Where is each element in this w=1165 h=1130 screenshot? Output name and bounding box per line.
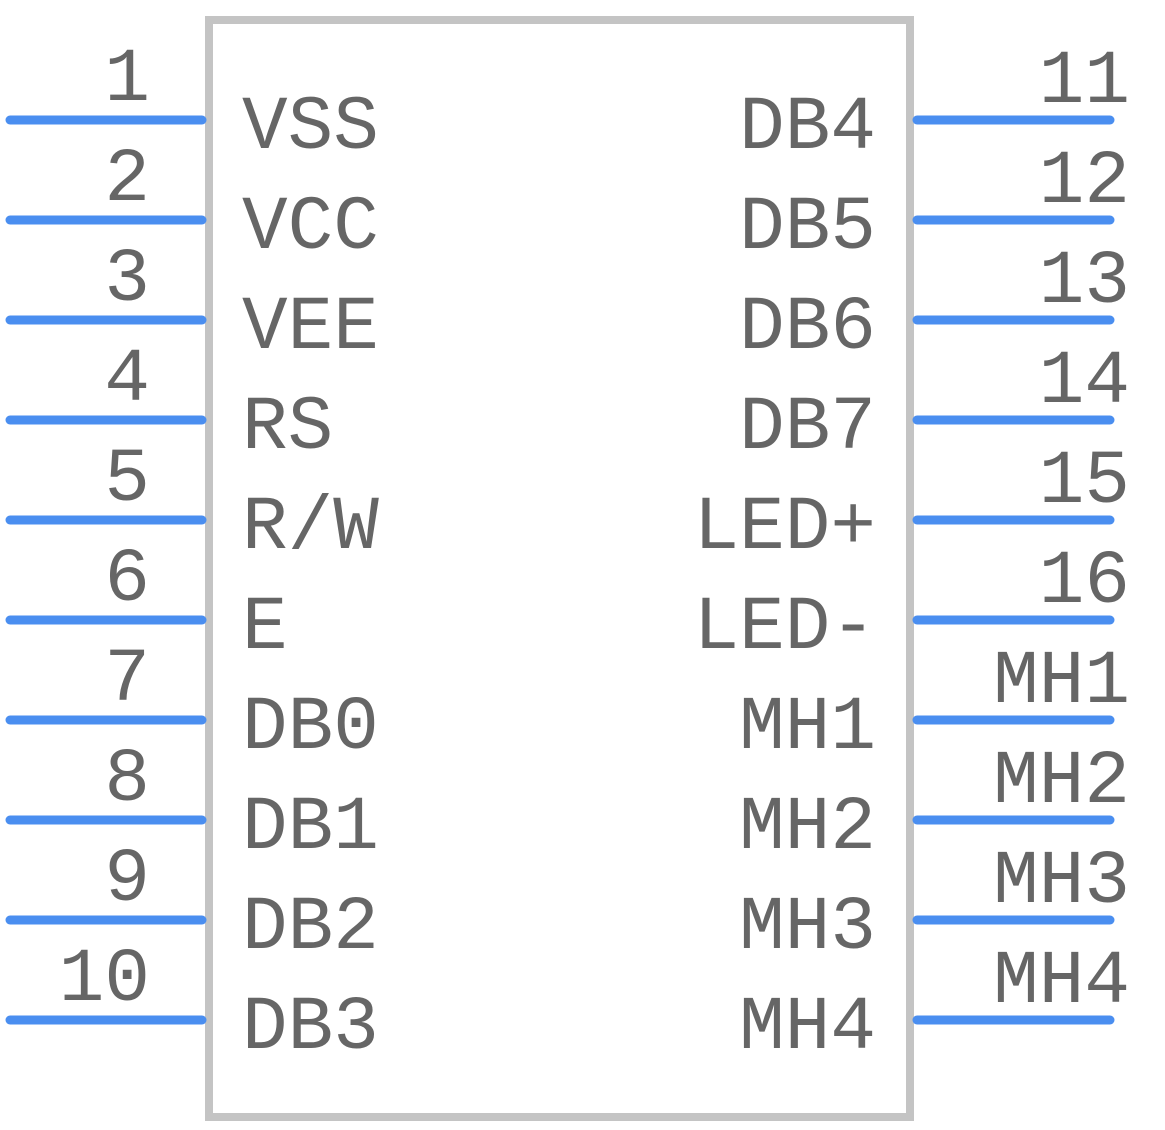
pin-name: RS — [242, 385, 333, 471]
pin-number: 8 — [104, 737, 150, 823]
pin-number: 4 — [104, 337, 150, 423]
pin-name: VSS — [242, 85, 379, 171]
pin-name: MH3 — [739, 885, 876, 971]
left-pin: 4RS — [5, 337, 333, 471]
pin-number: 1 — [104, 37, 150, 123]
pin-name: E — [242, 585, 288, 671]
pin-name: R/W — [242, 485, 379, 571]
pin-name: VEE — [242, 285, 379, 371]
pin-name: DB1 — [242, 785, 379, 871]
left-pin: 5R/W — [5, 437, 379, 571]
pin-name: DB7 — [739, 385, 876, 471]
right-pin-group: 11DB412DB513DB614DB715LED+16LED-MH1MH1MH… — [694, 39, 1130, 1071]
pin-number: 6 — [104, 537, 150, 623]
pin-number: 5 — [104, 437, 150, 523]
pin-number: 14 — [1039, 339, 1130, 425]
pin-number: MH1 — [993, 639, 1130, 725]
pin-name: DB5 — [739, 185, 876, 271]
component-body — [205, 16, 914, 1121]
pin-number: 7 — [104, 637, 150, 723]
pin-number: 10 — [59, 937, 150, 1023]
pin-number: 16 — [1039, 539, 1130, 625]
pin-name: LED- — [694, 585, 876, 671]
pin-name: DB0 — [242, 685, 379, 771]
pin-name: MH2 — [739, 785, 876, 871]
pin-name: VCC — [242, 185, 379, 271]
left-pin: 6E — [5, 537, 288, 671]
pin-name: MH1 — [739, 685, 876, 771]
pin-name: DB3 — [242, 985, 379, 1071]
pin-name: DB4 — [739, 85, 876, 171]
pin-number: MH3 — [993, 839, 1130, 925]
pin-number: 15 — [1039, 439, 1130, 525]
pin-name: LED+ — [694, 485, 876, 571]
pin-number: 12 — [1039, 139, 1130, 225]
pin-name: MH4 — [739, 985, 876, 1071]
pin-number: 9 — [104, 837, 150, 923]
pin-number: MH4 — [993, 939, 1130, 1025]
pin-number: 13 — [1039, 239, 1130, 325]
pin-number: 2 — [104, 137, 150, 223]
pin-name: DB6 — [739, 285, 876, 371]
pin-number: MH2 — [993, 739, 1130, 825]
pin-name: DB2 — [242, 885, 379, 971]
pin-number: 3 — [104, 237, 150, 323]
pin-number: 11 — [1039, 39, 1130, 125]
